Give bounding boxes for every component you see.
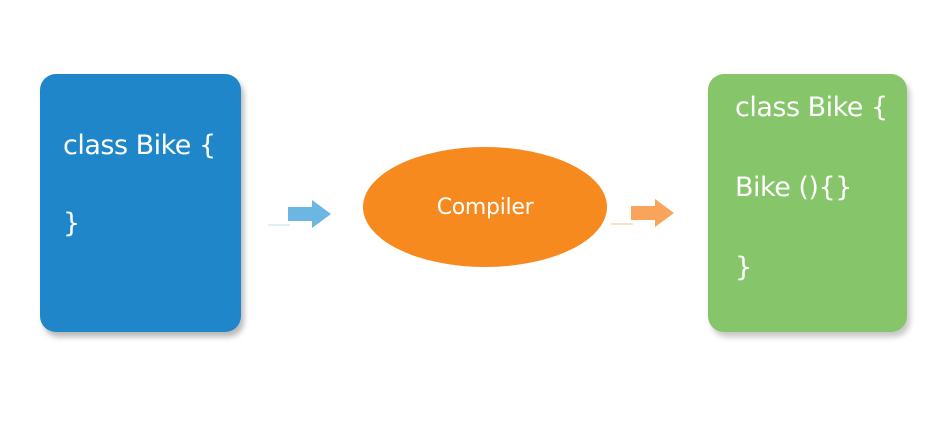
output-arrow-icon [611, 199, 674, 227]
output-closing-brace: } [735, 252, 752, 283]
compiler-node: Compiler [363, 147, 607, 267]
source-class-declaration: class Bike { [63, 130, 216, 161]
input-arrow-icon [268, 200, 331, 228]
source-closing-brace: } [63, 208, 80, 239]
compiler-label: Compiler [436, 194, 534, 220]
source-code-box: class Bike { } [40, 74, 241, 332]
output-class-declaration: class Bike { [735, 92, 888, 123]
compiled-code-box: class Bike { Bike (){} } [708, 74, 907, 332]
output-default-constructor: Bike (){} [735, 172, 852, 203]
